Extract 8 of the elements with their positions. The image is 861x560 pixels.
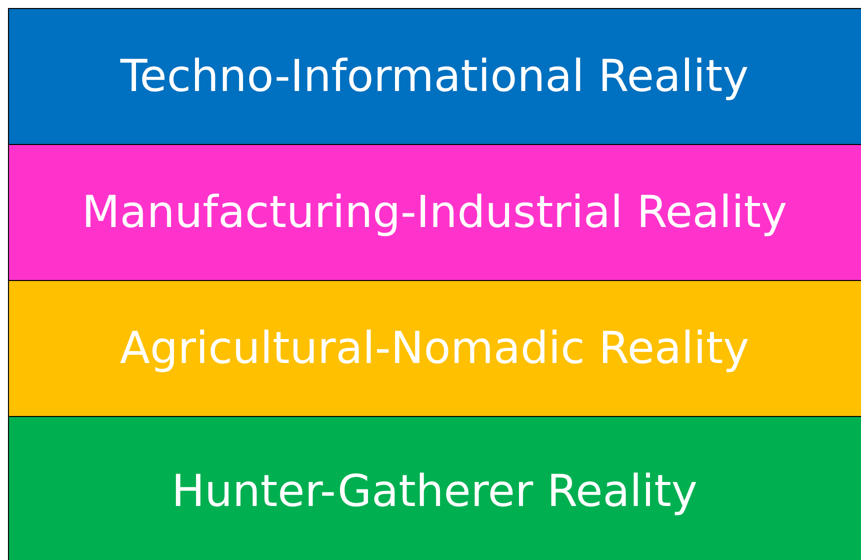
layer-band xyxy=(8,416,861,560)
band-label: Manufacturing-Industrial Reality xyxy=(82,187,788,238)
layer-band xyxy=(8,144,861,281)
layer-band xyxy=(8,280,861,417)
layer-band xyxy=(8,8,861,145)
band-label: Techno-Informational Reality xyxy=(120,51,749,102)
band-label: Hunter-Gatherer Reality xyxy=(172,466,698,516)
band-label: Agricultural-Nomadic Reality xyxy=(120,323,750,374)
